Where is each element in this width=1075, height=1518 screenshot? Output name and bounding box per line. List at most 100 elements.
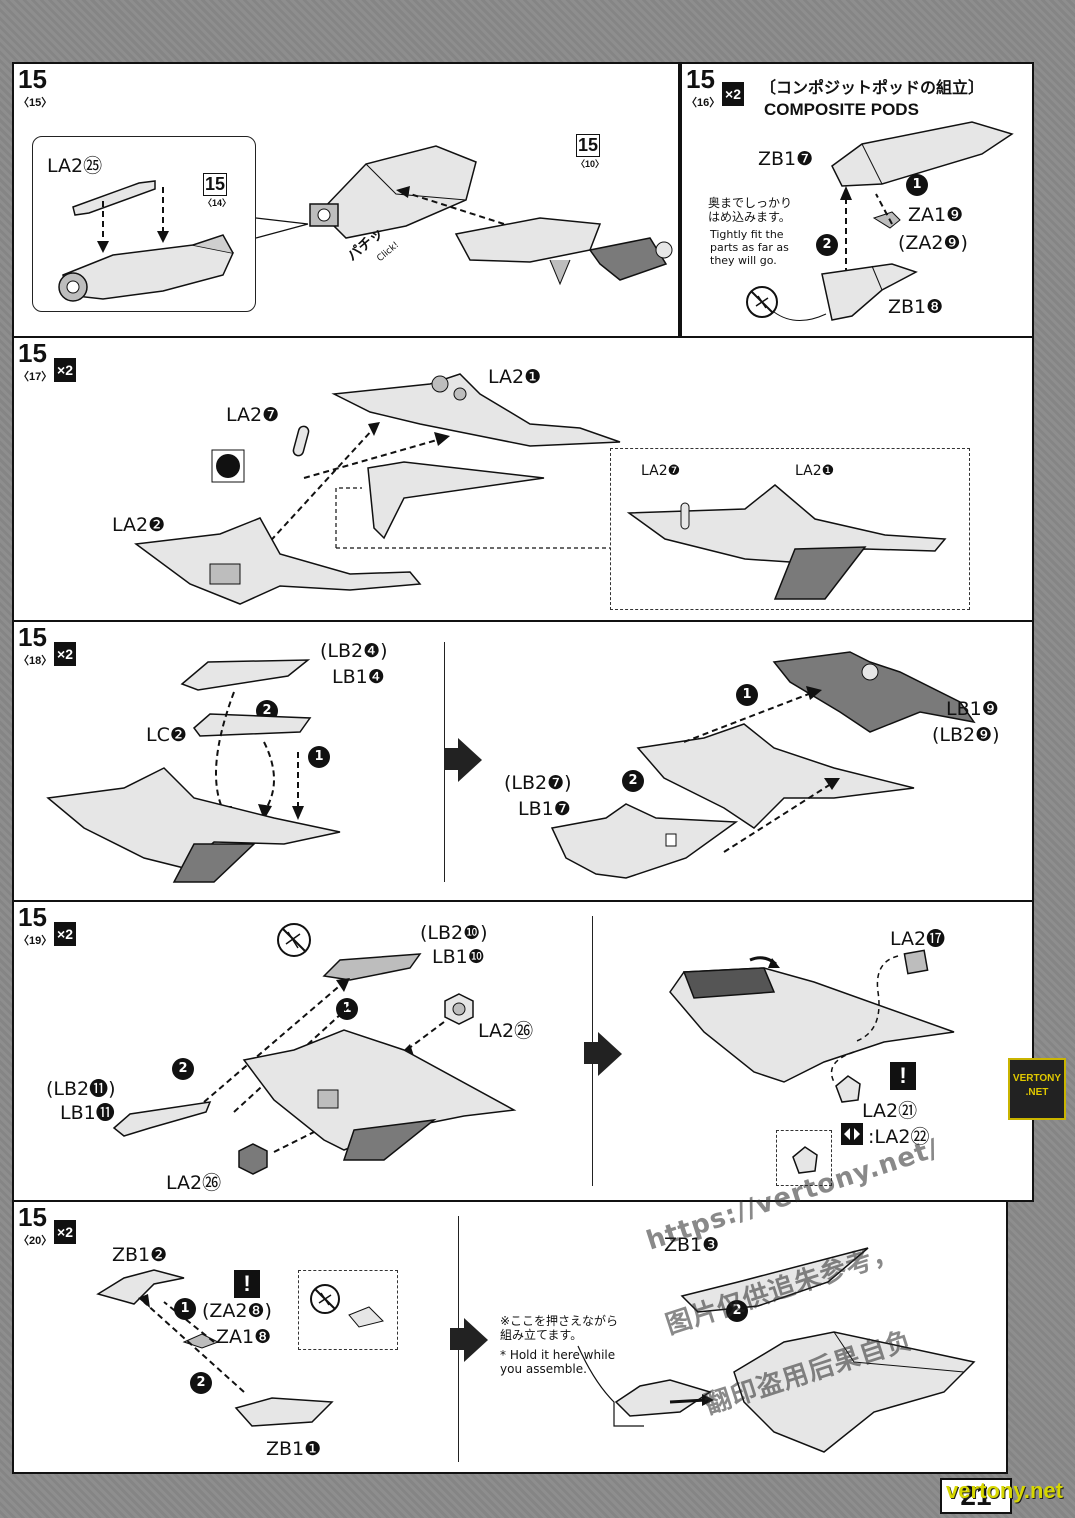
assembled-pod <box>309 145 477 239</box>
step-18-panel: 15 〈18〉 ×2 (LB2❹) LB1❹ 2 LC❷ 1 LB1❾ (LB2… <box>12 620 1034 902</box>
part-label-zb1-8: ZB1❽ <box>888 296 944 318</box>
part-label-la2-1: LA2❶ <box>488 366 542 388</box>
step-19-panel: 15 〈19〉 ×2 (LB2❿) LB1❿ LA2㉖ 1 2 (LB2⓫) L… <box>12 900 1034 1202</box>
pod-body-part <box>58 234 235 302</box>
order-marker-1: 1 <box>906 174 928 196</box>
subref-box-2: 15 〈10〉 <box>576 134 605 169</box>
detail-box-19 <box>776 1130 832 1186</box>
pod-lower-part <box>821 263 918 321</box>
nut-part-la2-26b <box>238 1143 268 1175</box>
part-label-la2-25: LA2㉕ <box>47 155 103 177</box>
part-label-zb1-7: ZB1❼ <box>758 148 814 170</box>
assembly-arrows-17 <box>263 422 450 549</box>
detail-label-la2-7: LA2❼ <box>641 463 681 479</box>
pod-assembled-19 <box>669 956 955 1083</box>
pod-upper-part <box>831 121 1014 187</box>
site-text: vertony.net <box>946 1478 1063 1503</box>
note-jp: 奥までしっかり はめ込みます。 <box>708 196 793 224</box>
part-label-lc2: LC❷ <box>146 724 187 746</box>
frame-part-la2-1 <box>331 373 621 447</box>
part-label-za1-8: ZA1❽ <box>216 1326 272 1348</box>
flow-arrow <box>464 1318 488 1362</box>
detail-box-20 <box>298 1270 398 1350</box>
part-label-zb1-1: ZB1❶ <box>266 1438 322 1460</box>
part-label-la2-22: :LA2㉒ <box>868 1126 930 1148</box>
note-en: * Hold it here while you assemble. <box>500 1348 616 1376</box>
multiplier-badge: ×2 <box>54 1220 76 1244</box>
flip-symbol <box>841 1123 863 1145</box>
subref-box: 15 〈14〉 <box>203 173 232 208</box>
leader-line-20 <box>577 1345 644 1427</box>
mid-frame-18 <box>636 723 915 829</box>
part-label-lb2-4: (LB2❹) <box>320 640 388 662</box>
nut-part-la2-26a <box>444 993 474 1025</box>
part-label-la2-21: LA2㉑ <box>862 1100 918 1122</box>
blade-part <box>367 461 545 540</box>
flow-arrow <box>598 1032 622 1076</box>
part-zb1-1 <box>234 1397 334 1427</box>
subassembly-inset: LA2㉕ 15 〈14〉 <box>32 136 256 312</box>
part-label-lb1-7: LB1❼ <box>518 798 571 820</box>
order-marker-2: 2 <box>816 234 838 256</box>
part-la2-22-detail <box>792 1146 818 1174</box>
strip-part-lb1-11 <box>112 1101 212 1137</box>
order-marker-2b: 2 <box>726 1300 748 1322</box>
order-marker-1b: 1 <box>736 684 758 706</box>
section-title-en: COMPOSITE PODS <box>764 100 919 119</box>
callout-line <box>255 217 309 239</box>
dashed-guide-17 <box>830 955 899 1083</box>
caution-icon: ! <box>890 1062 916 1090</box>
step-17-panel: 15 〈17〉 ×2 LA2❶ LA2❼ LA2❷ LA2❼ LA2❶ <box>12 336 1034 622</box>
part-label-la2-26b: LA2㉖ <box>166 1172 222 1194</box>
part-zb1-3 <box>680 1247 869 1313</box>
pod-assembly-19 <box>242 1029 517 1161</box>
pod-assembled-20 <box>733 1331 976 1453</box>
no-cut-symbol-19 <box>277 923 311 957</box>
part-label-la2-17: LA2⓱ <box>890 928 946 950</box>
dashed-link <box>335 487 610 549</box>
step-ref: 〈15〉 <box>18 97 53 109</box>
assembly-arrows-18b <box>683 686 840 853</box>
step-ref: 〈18〉 <box>18 655 53 667</box>
part-label-lb2-7: (LB2❼) <box>504 772 572 794</box>
detail-assembly <box>626 484 947 600</box>
insert-arrow <box>396 186 505 225</box>
part-label-la2-7: LA2❼ <box>226 404 280 426</box>
part-label-lb1-9: LB1❾ <box>946 698 999 720</box>
part-label-zb1-2: ZB1❷ <box>112 1244 168 1266</box>
part-label-lb2-10: (LB2❿) <box>420 922 488 944</box>
part-la2-21 <box>835 1075 861 1103</box>
step-number: 15 <box>686 64 715 94</box>
part-label-lb2-11: (LB2⓫) <box>46 1078 116 1100</box>
part-label-za1-9: ZA1❾ <box>908 204 964 226</box>
step-20-panel: 15 〈20〉 ×2 ZB1❷ ! 1 (ZA2❽) ZA1❽ 2 ZB1❶ ※… <box>12 1200 1008 1474</box>
step-number: 15 <box>18 64 47 94</box>
step-number: 15 <box>18 338 47 368</box>
detail-box: LA2❼ LA2❶ <box>610 448 970 610</box>
site-badge: VERTONY .NET <box>1008 1058 1066 1120</box>
pin-part-la2-7 <box>292 425 310 457</box>
order-marker-2: 2 <box>190 1372 212 1394</box>
step-ref: 〈17〉 <box>18 371 53 383</box>
part-label-la2-26a: LA2㉖ <box>478 1020 534 1042</box>
part-label-lb2-9: (LB2❾) <box>932 724 1000 746</box>
part-la2-17 <box>903 949 929 975</box>
note-en: Tightly fit the parts as far as they wil… <box>710 228 789 267</box>
frame-part-la2-2 <box>134 517 422 605</box>
part-la2-25-bar <box>72 180 156 216</box>
page-number: 21 <box>940 1478 1012 1514</box>
part-zb1-2 <box>96 1269 185 1305</box>
step-number: 15 <box>18 902 47 932</box>
multiplier-badge: ×2 <box>722 82 744 106</box>
multiplier-badge: ×2 <box>54 358 76 382</box>
flow-arrow <box>458 738 482 782</box>
step-ref: 〈19〉 <box>18 935 53 947</box>
flow-arrow-stem <box>450 1328 464 1350</box>
order-marker-2: 2 <box>172 1058 194 1080</box>
part-label-lb1-11: LB1⓫ <box>60 1102 115 1124</box>
part-label-zb1-3: ZB1❸ <box>664 1234 720 1256</box>
frame-assembly-18 <box>46 767 341 883</box>
wing-part <box>454 217 673 286</box>
order-marker-2b: 2 <box>622 770 644 792</box>
no-cut-symbol <box>746 286 827 321</box>
